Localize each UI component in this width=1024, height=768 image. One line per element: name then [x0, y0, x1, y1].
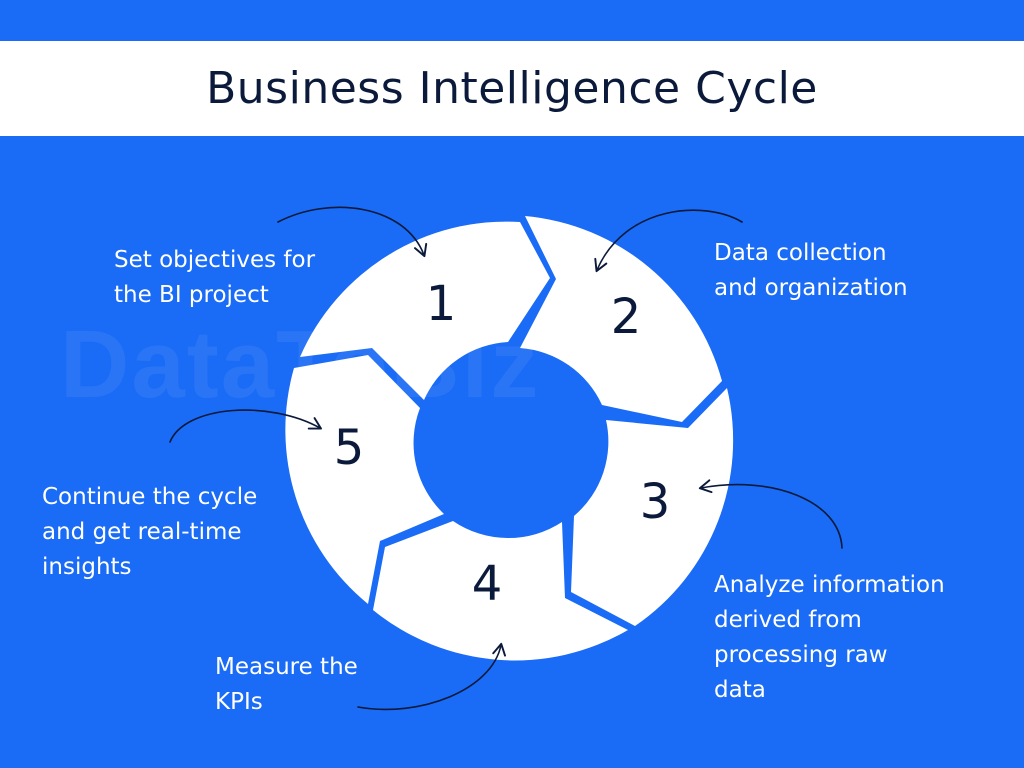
arrow-step-3: [698, 479, 843, 549]
cycle-segment-3: [571, 388, 734, 626]
cycle-segment-1: [300, 221, 550, 400]
step-number-3: 3: [640, 474, 671, 530]
diagram-title: Business Intelligence Cycle: [206, 63, 818, 114]
step-caption-3: Analyze information derived from process…: [714, 572, 945, 703]
step-number-1: 1: [426, 276, 457, 332]
step-number-4: 4: [472, 556, 503, 612]
step-caption-4: Measure the KPIs: [215, 654, 358, 715]
step-caption-1: Set objectives for the BI project: [114, 247, 316, 308]
cycle-segment-2: [520, 216, 722, 422]
arrow-step-5: [169, 409, 323, 443]
step-caption-5: Continue the cycle and get real-time ins…: [42, 484, 258, 580]
cycle-segment-4: [373, 521, 628, 661]
pointer-arrows: [169, 206, 843, 711]
cycle-segment-5: [285, 355, 444, 604]
step-caption-2: Data collection and organization: [714, 240, 908, 301]
title-banner: Business Intelligence Cycle: [0, 41, 1024, 136]
arrow-step-1: [277, 206, 428, 258]
cycle-ring: [285, 216, 734, 661]
arrow-step-4: [357, 642, 506, 711]
step-number-5: 5: [334, 420, 365, 476]
step-number-2: 2: [611, 289, 642, 345]
arrow-step-2: [594, 209, 743, 273]
step-numbers: 1 2 3 4 5: [334, 276, 671, 612]
